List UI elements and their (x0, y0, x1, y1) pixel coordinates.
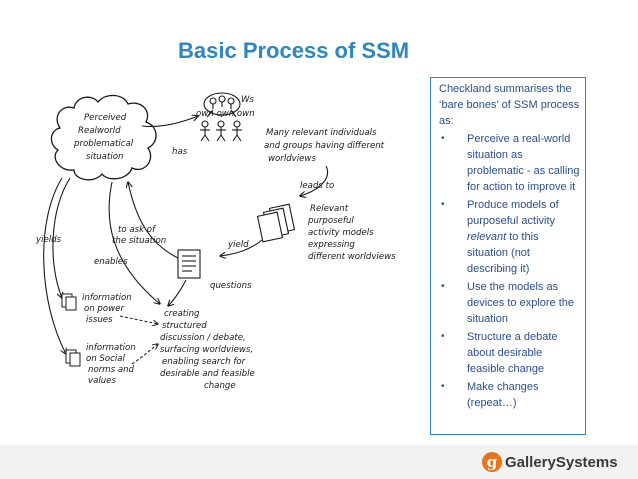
creating-text: creating (164, 309, 200, 319)
social-info-text: values (88, 376, 116, 386)
bullet: • (441, 381, 445, 392)
relevant-models-text: expressing (308, 240, 355, 250)
creating-text: change (204, 381, 236, 391)
relevant-models-text: activity models (308, 228, 374, 238)
bullet: • (441, 133, 445, 144)
creating-text: enabling search for (162, 357, 246, 367)
enables-label: enables (94, 257, 128, 267)
has-arrow (141, 116, 198, 128)
creating-text: surfacing worldviews, (160, 345, 253, 355)
footer-bar (0, 445, 638, 479)
summary-item-text: Perceive a real-world situation as probl… (467, 133, 580, 193)
model-documents-icon (256, 203, 296, 243)
to-ask-label: the situation (112, 236, 166, 246)
summary-item: • Structure a debate about desirable fea… (439, 329, 581, 377)
worldview-label: Ws (241, 95, 254, 105)
leads-to-label: leads to (300, 181, 334, 191)
summary-item-text-post: to this situation (not describing it) (467, 231, 539, 275)
yields-arrow (43, 177, 66, 354)
slide-title: Basic Process of SSM (178, 38, 410, 63)
social-info-icon (65, 349, 81, 367)
cloud-line: Realworld (78, 126, 121, 136)
summary-intro: Checkland summarises the ‘bare bones’ of… (439, 83, 580, 127)
enables-arrow (108, 181, 160, 304)
questions-to-creating-arrow (168, 279, 187, 306)
questions-document-icon (177, 249, 201, 279)
logo-text: GallerySystems (505, 453, 618, 471)
creating-text: desirable and feasible (160, 369, 255, 379)
power-info-text: issues (86, 315, 113, 325)
summary-list: • Perceive a real-world situation as pro… (439, 131, 581, 411)
ssm-diagram: Perceived Realworld problematical situat… (35, 92, 396, 391)
has-label: has (172, 147, 188, 157)
worldviews-text: Many relevant individuals (266, 128, 377, 138)
bullet: • (441, 281, 445, 292)
ask-arrow (128, 182, 179, 259)
problem-situation-cloud (50, 94, 157, 181)
power-info-text: information (82, 293, 132, 303)
bullet: • (441, 199, 445, 210)
worldviews-text: and groups having different (264, 141, 385, 151)
cloud-line: situation (86, 152, 123, 162)
social-to-creating-arrow (131, 344, 158, 365)
cloud-line: problematical (73, 139, 134, 149)
social-info-text: information (86, 343, 136, 353)
power-info-icon (61, 293, 77, 311)
summary-item: • Perceive a real-world situation as pro… (439, 131, 581, 195)
creating-text: structured (162, 321, 207, 331)
social-info-text: on Social (86, 354, 126, 364)
worldviews-text: worldviews (268, 154, 316, 164)
summary-item: • Make changes (repeat…) (439, 379, 581, 411)
relevant-models-text: different worldviews (308, 252, 396, 262)
power-info-text: on power (84, 304, 124, 314)
to-ask-label: to ask of (118, 225, 157, 235)
yield-label: yield (227, 240, 249, 250)
yields-label: yields (35, 235, 62, 245)
creating-text: discussion / debate, (160, 333, 246, 343)
gallery-systems-logo: g GallerySystems (482, 450, 618, 474)
summary-box: Checkland summarises the ‘bare bones’ of… (430, 77, 586, 435)
logo-mark-icon: g (482, 452, 502, 472)
summary-item-text: Use the models as devices to explore the… (467, 281, 575, 325)
yield-arrow (220, 239, 263, 256)
summary-item-text: Structure a debate about desirable feasi… (467, 331, 558, 375)
worldview-sub: own own own (196, 109, 255, 119)
social-info-text: norms and (88, 365, 135, 375)
summary-item-text: Make changes (repeat…) (467, 381, 539, 409)
power-to-creating-arrow (119, 315, 158, 324)
summary-item-text-pre: Produce models of purposeful activity (467, 199, 559, 227)
yields-arrow (52, 177, 71, 298)
relevant-models-text: purposeful (307, 216, 354, 226)
stick-figures (200, 109, 242, 142)
summary-item-emphasis: relevant (467, 231, 507, 243)
bullet: • (441, 331, 445, 342)
cloud-line: Perceived (84, 113, 127, 123)
summary-item: • Use the models as devices to explore t… (439, 279, 581, 327)
leads-to-arrow (300, 165, 328, 196)
relevant-models-text: Relevant (310, 204, 349, 214)
questions-label: questions (210, 281, 252, 291)
summary-item: • Produce models of purposeful activity … (439, 197, 581, 277)
